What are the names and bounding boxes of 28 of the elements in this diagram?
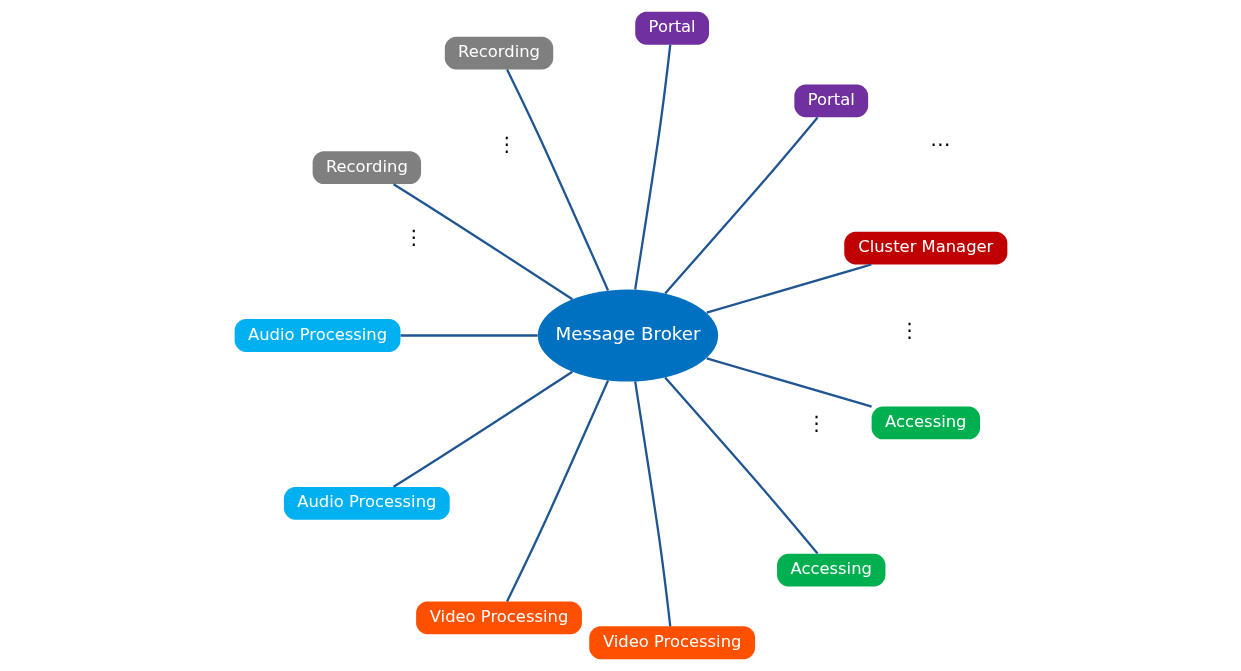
node-box: Cluster Manager — [843, 231, 1007, 265]
label: ⋮ — [898, 317, 920, 342]
connector — [400, 334, 538, 337]
node-box: Recording — [312, 151, 421, 185]
label: ⋮ — [403, 225, 424, 250]
connector — [392, 370, 573, 488]
node-box: Portal — [793, 84, 868, 118]
node-box: Audio Processing — [283, 486, 450, 520]
node-box: Accessing — [871, 406, 980, 440]
connector — [633, 44, 671, 290]
connector — [505, 380, 609, 602]
node-box: Recording — [444, 36, 553, 70]
node-box: Video Processing — [415, 601, 582, 635]
connector — [505, 69, 609, 291]
connector — [392, 183, 573, 301]
connector — [663, 116, 818, 295]
label: ⋮ — [806, 410, 827, 435]
label: ⋯ — [929, 132, 950, 157]
node-box: Video Processing — [588, 626, 755, 660]
node-box: Portal — [634, 11, 709, 45]
connector — [633, 381, 671, 627]
label: ⋮ — [496, 132, 517, 157]
node-ellipse: Message Broker — [537, 289, 718, 382]
node-box: Accessing — [776, 553, 885, 587]
connector — [705, 263, 872, 314]
node-box: Audio Processing — [234, 319, 400, 352]
connector — [705, 357, 872, 408]
connector — [663, 376, 818, 555]
